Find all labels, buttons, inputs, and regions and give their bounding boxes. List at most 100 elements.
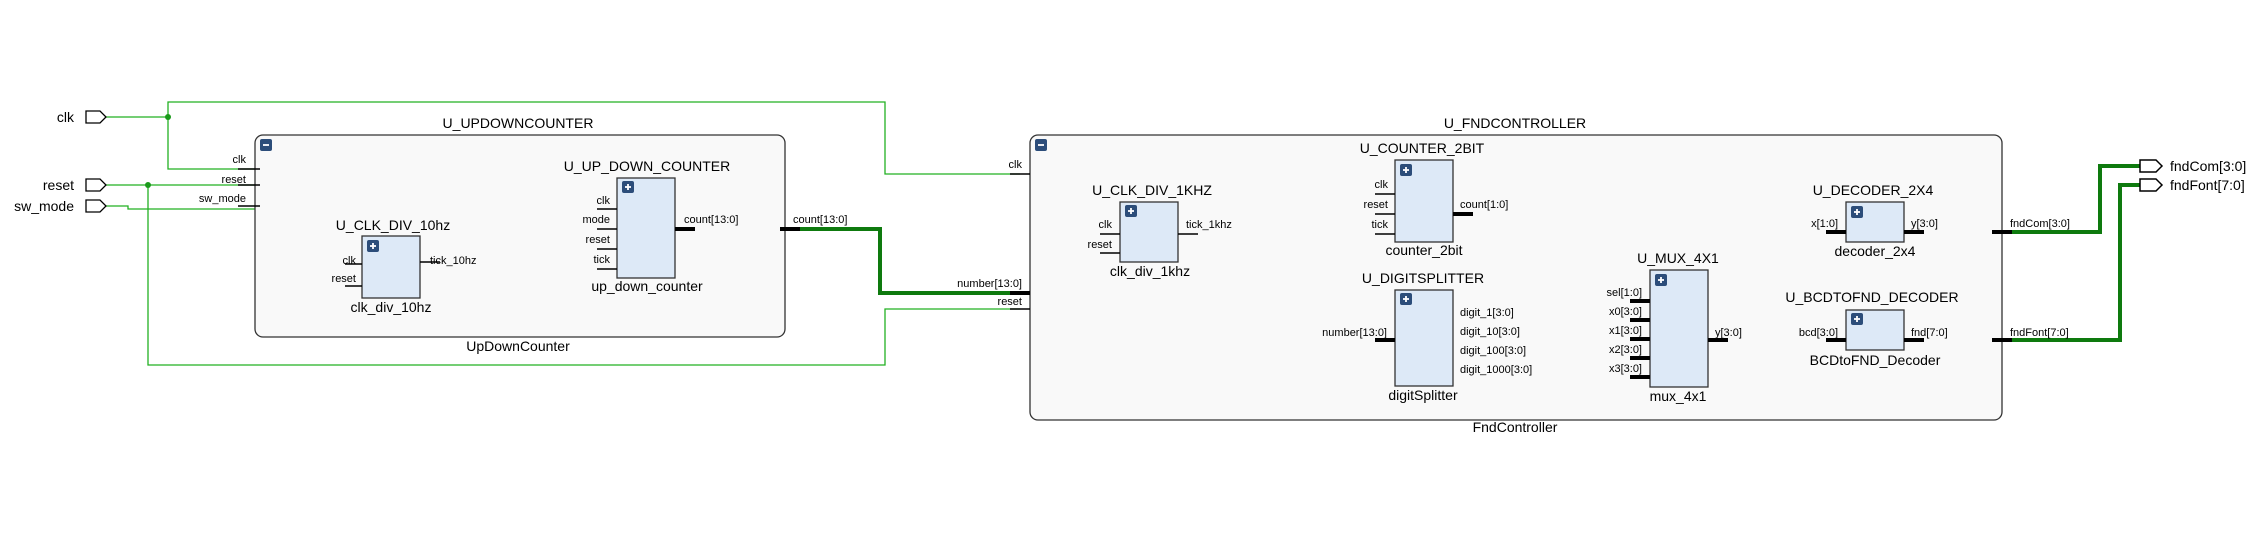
mux-pin-x3: x3[3:0] bbox=[1609, 363, 1642, 375]
clkdiv1k-instance: U_CLK_DIV_1KHZ bbox=[1092, 182, 1212, 198]
fnd-out-fndcom: fndCom[3:0] bbox=[2010, 218, 2070, 230]
mux-pin-x1: x1[3:0] bbox=[1609, 325, 1642, 337]
clkdiv10-module: clk_div_10hz bbox=[351, 299, 432, 315]
cnt2-pin-count: count[1:0] bbox=[1460, 199, 1508, 211]
expand-icon[interactable] bbox=[622, 181, 634, 193]
split-pin-d10: digit_10[3:0] bbox=[1460, 326, 1520, 338]
clkdiv1k-pin-clk: clk bbox=[1099, 219, 1113, 231]
updown-counter-block[interactable]: U_UPDOWNCOUNTER UpDownCounter clk reset … bbox=[199, 115, 848, 354]
split-instance: U_DIGITSPLITTER bbox=[1362, 270, 1484, 286]
udc-pin-clk: clk bbox=[597, 195, 611, 207]
fnd-pin-clk: clk bbox=[1009, 159, 1023, 171]
updown-module-name: UpDownCounter bbox=[466, 338, 570, 354]
updown-pin-swmode: sw_mode bbox=[199, 193, 246, 205]
udc-pin-reset: reset bbox=[586, 234, 610, 246]
udc-pin-mode: mode bbox=[582, 214, 610, 226]
clkdiv10-pin-reset: reset bbox=[332, 273, 356, 285]
collapse-icon[interactable] bbox=[1035, 139, 1047, 151]
udc-module: up_down_counter bbox=[591, 278, 703, 294]
fnd-frame bbox=[1029, 134, 2003, 421]
mux-4x1-cell[interactable]: U_MUX_4X1 sel[1:0] x0[3:0] x1[3:0] x2[3:… bbox=[1607, 250, 1742, 404]
net-sw-mode bbox=[100, 205, 260, 210]
cnt2-module: counter_2bit bbox=[1385, 242, 1462, 258]
dec-instance: U_DECODER_2X4 bbox=[1813, 182, 1934, 198]
bcd-pin-fnd: fnd[7:0] bbox=[1911, 327, 1948, 339]
fnd-instance-name: U_FNDCONTROLLER bbox=[1444, 115, 1586, 131]
net-clk-top bbox=[100, 101, 1020, 175]
port-fndfont-label: fndFont[7:0] bbox=[2170, 177, 2245, 193]
mux-module: mux_4x1 bbox=[1650, 388, 1707, 404]
expand-icon[interactable] bbox=[1400, 293, 1412, 305]
expand-icon[interactable] bbox=[1400, 164, 1412, 176]
split-pin-d1: digit_1[3:0] bbox=[1460, 307, 1514, 319]
expand-icon[interactable] bbox=[1851, 206, 1863, 218]
clkdiv10-pin-tick: tick_10hz bbox=[430, 255, 476, 267]
cnt2-instance: U_COUNTER_2BIT bbox=[1360, 140, 1485, 156]
fnd-module-name: FndController bbox=[1473, 419, 1558, 435]
port-fndfont[interactable]: fndFont[7:0] bbox=[2139, 177, 2245, 193]
cnt2-pin-tick: tick bbox=[1372, 219, 1389, 231]
digit-splitter-cell[interactable]: U_DIGITSPLITTER number[13:0] digit_1[3:0… bbox=[1322, 270, 1532, 403]
udc-pin-tick: tick bbox=[594, 254, 611, 266]
bcd-module: BCDtoFND_Decoder bbox=[1810, 352, 1941, 368]
mux-pin-x0: x0[3:0] bbox=[1609, 306, 1642, 318]
junction-dot bbox=[145, 182, 151, 188]
port-sw-mode[interactable]: sw_mode bbox=[14, 198, 107, 214]
port-clk-label: clk bbox=[57, 109, 75, 125]
port-fndcom[interactable]: fndCom[3:0] bbox=[2139, 158, 2246, 174]
port-reset[interactable]: reset bbox=[43, 177, 107, 193]
split-box bbox=[1394, 289, 1454, 387]
mux-instance: U_MUX_4X1 bbox=[1637, 250, 1719, 266]
mux-pin-sel: sel[1:0] bbox=[1607, 287, 1642, 299]
net-clk-to-updown bbox=[167, 117, 260, 170]
port-reset-label: reset bbox=[43, 177, 74, 193]
updown-pin-count: count[13:0] bbox=[793, 214, 847, 226]
collapse-icon[interactable] bbox=[260, 139, 272, 151]
clkdiv1k-module: clk_div_1khz bbox=[1110, 263, 1190, 279]
updown-pin-clk: clk bbox=[233, 154, 247, 166]
counter-2bit-cell[interactable]: U_COUNTER_2BIT clk reset tick count[1:0]… bbox=[1360, 140, 1509, 258]
udc-pin-count: count[13:0] bbox=[684, 214, 738, 226]
port-clk[interactable]: clk bbox=[57, 109, 107, 125]
fnd-controller-block[interactable]: U_FNDCONTROLLER FndController clk number… bbox=[957, 115, 2070, 435]
fnd-pin-reset: reset bbox=[998, 296, 1022, 308]
bcd-pin-bcd: bcd[3:0] bbox=[1799, 327, 1838, 339]
clkdiv10-instance: U_CLK_DIV_10hz bbox=[336, 217, 450, 233]
clkdiv1k-pin-reset: reset bbox=[1088, 239, 1112, 251]
port-fndcom-label: fndCom[3:0] bbox=[2170, 158, 2246, 174]
fnd-pin-number: number[13:0] bbox=[957, 278, 1022, 290]
split-pin-d100: digit_100[3:0] bbox=[1460, 345, 1526, 357]
mux-pin-x2: x2[3:0] bbox=[1609, 344, 1642, 356]
updown-instance-name: U_UPDOWNCOUNTER bbox=[443, 115, 594, 131]
mux-pin-y: y[3:0] bbox=[1715, 327, 1742, 339]
dec-pin-x: x[1:0] bbox=[1811, 218, 1838, 230]
updown-pin-reset: reset bbox=[222, 174, 246, 186]
decoder-2x4-cell[interactable]: U_DECODER_2X4 x[1:0] y[3:0] decoder_2x4 bbox=[1811, 182, 1938, 259]
port-sw-mode-label: sw_mode bbox=[14, 198, 74, 214]
cnt2-pin-clk: clk bbox=[1375, 179, 1389, 191]
up-down-counter-cell[interactable]: U_UP_DOWN_COUNTER clk mode reset tick co… bbox=[564, 158, 739, 294]
udc-instance: U_UP_DOWN_COUNTER bbox=[564, 158, 730, 174]
split-pin-number: number[13:0] bbox=[1322, 327, 1387, 339]
clkdiv10-pin-clk: clk bbox=[343, 255, 357, 267]
mux-box bbox=[1649, 269, 1709, 388]
bcd-instance: U_BCDTOFND_DECODER bbox=[1785, 289, 1958, 305]
clkdiv1k-pin-tick: tick_1khz bbox=[1186, 219, 1232, 231]
expand-icon[interactable] bbox=[1125, 205, 1137, 217]
cnt2-pin-reset: reset bbox=[1364, 199, 1388, 211]
expand-icon[interactable] bbox=[367, 240, 379, 252]
split-pin-d1000: digit_1000[3:0] bbox=[1460, 364, 1532, 376]
udc-box bbox=[616, 177, 676, 279]
bcd-to-fnd-cell[interactable]: U_BCDTOFND_DECODER bcd[3:0] fnd[7:0] BCD… bbox=[1785, 289, 1958, 368]
junction-dot bbox=[165, 114, 171, 120]
expand-icon[interactable] bbox=[1851, 313, 1863, 325]
expand-icon[interactable] bbox=[1655, 274, 1667, 286]
dec-pin-y: y[3:0] bbox=[1911, 218, 1938, 230]
clkdiv-1khz-cell[interactable]: U_CLK_DIV_1KHZ clk reset tick_1khz clk_d… bbox=[1088, 182, 1232, 279]
split-module: digitSplitter bbox=[1388, 387, 1458, 403]
net-reset-top bbox=[100, 184, 1020, 366]
dec-module: decoder_2x4 bbox=[1835, 243, 1916, 259]
clkdiv-10hz-cell[interactable]: U_CLK_DIV_10hz clk reset tick_10hz clk_d… bbox=[332, 217, 477, 315]
fnd-out-fndfont: fndFont[7:0] bbox=[2010, 327, 2069, 339]
